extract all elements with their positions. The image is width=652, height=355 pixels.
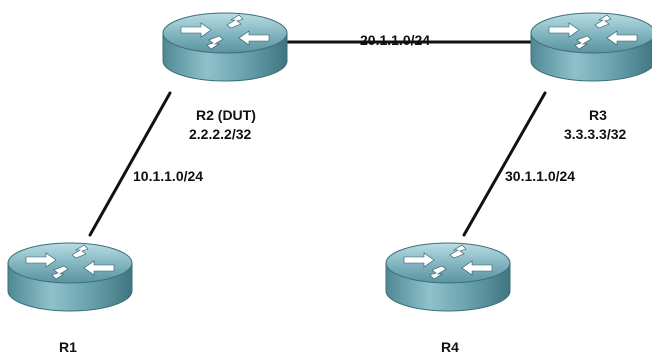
router-label-r1: R1 bbox=[59, 339, 77, 355]
link-r3-r4 bbox=[462, 91, 547, 237]
router-label-r3: R3 bbox=[589, 107, 607, 123]
router-icon bbox=[162, 12, 288, 82]
router-icon bbox=[7, 242, 133, 312]
router-icon bbox=[530, 12, 652, 82]
link-r1-r2 bbox=[88, 91, 172, 237]
router-label-r2: R2 (DUT) bbox=[196, 107, 256, 123]
router-icon bbox=[385, 242, 511, 312]
router-address-r3: 3.3.3.3/32 bbox=[564, 126, 626, 142]
subnet-label-r1-r2: 10.1.1.0/24 bbox=[133, 168, 203, 184]
subnet-label-r2-r3: 20.1.1.0/24 bbox=[360, 32, 430, 48]
router-label-r4: R4 bbox=[441, 339, 459, 355]
router-address-r2: 2.2.2.2/32 bbox=[189, 126, 251, 142]
subnet-label-r3-r4: 30.1.1.0/24 bbox=[505, 168, 575, 184]
